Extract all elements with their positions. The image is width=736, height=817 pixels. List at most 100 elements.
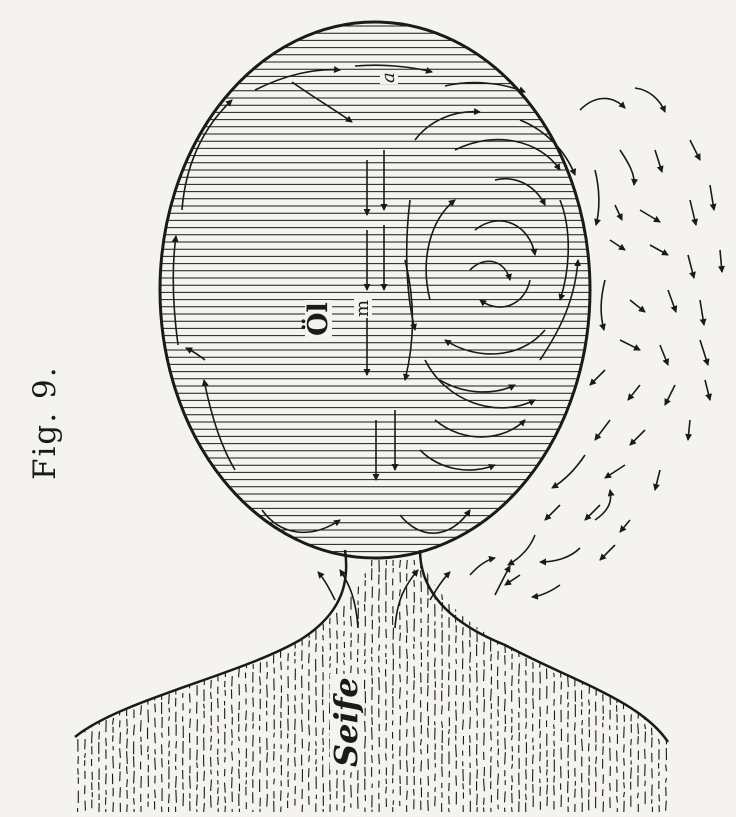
soap-stroke	[624, 782, 625, 788]
soap-stroke	[533, 652, 534, 657]
soap-stroke	[323, 560, 324, 564]
label-a: a	[380, 71, 398, 84]
soap-stroke	[197, 794, 198, 805]
soap-stroke	[414, 654, 415, 660]
soap-stroke	[218, 698, 219, 708]
soap-stroke	[211, 795, 212, 807]
soap-stroke	[127, 591, 128, 604]
flow-arrow-outside	[508, 535, 535, 565]
soap-stroke	[309, 653, 310, 663]
soap-stroke	[400, 633, 401, 641]
flow-arrow-outside	[690, 140, 700, 160]
flow-arrow-neck	[495, 566, 510, 595]
soap-stroke	[232, 729, 233, 738]
soap-stroke	[470, 652, 471, 663]
soap-stroke	[127, 739, 128, 749]
soap-stroke	[582, 739, 583, 751]
soap-stroke	[330, 663, 331, 667]
soap-stroke	[491, 598, 492, 602]
soap-stroke	[211, 780, 212, 791]
soap-stroke	[190, 709, 191, 714]
soap-stroke	[666, 719, 667, 729]
soap-stroke	[141, 705, 142, 715]
soap-stroke	[449, 729, 450, 734]
soap-stroke	[85, 619, 86, 623]
soap-stroke	[190, 776, 191, 789]
soap-stroke	[512, 596, 513, 601]
soap-stroke	[449, 702, 450, 711]
soap-stroke	[127, 804, 128, 815]
soap-stroke	[470, 717, 471, 729]
flow-arrow-inside	[415, 112, 480, 140]
soap-stroke	[232, 705, 233, 714]
soap-stroke	[113, 670, 114, 676]
soap-stroke	[344, 660, 345, 665]
soap-stroke	[414, 605, 415, 613]
soap-stroke	[407, 620, 408, 632]
soap-stroke	[351, 616, 352, 626]
soap-stroke	[449, 783, 450, 791]
soap-stroke	[218, 617, 219, 630]
soap-stroke	[540, 643, 541, 650]
soap-stroke	[645, 724, 646, 729]
flow-arrow-inside	[540, 260, 578, 360]
flow-arrow-outside	[665, 385, 675, 405]
soap-stroke	[225, 757, 226, 763]
soap-stroke	[659, 686, 660, 692]
soap-stroke	[477, 807, 478, 817]
soap-stroke	[638, 665, 639, 675]
soap-stroke	[148, 661, 149, 673]
soap-stroke	[610, 783, 611, 791]
soap-stroke	[568, 676, 569, 687]
soap-stroke	[260, 560, 261, 566]
soap-stroke	[645, 684, 646, 688]
flow-arrow-inside	[480, 280, 530, 307]
soap-stroke	[113, 802, 114, 815]
soap-stroke	[85, 753, 86, 758]
soap-stroke	[477, 687, 478, 692]
soap-stroke	[281, 615, 282, 620]
soap-stroke	[428, 641, 429, 647]
label-soap: Seife	[330, 674, 362, 770]
flow-arrow-neck	[430, 572, 450, 600]
soap-stroke	[526, 769, 527, 779]
soap-stroke	[386, 787, 387, 794]
label-m: m	[354, 299, 372, 318]
soap-stroke	[134, 652, 135, 661]
flow-arrow-outside	[688, 420, 690, 440]
soap-stroke	[561, 586, 562, 595]
soap-stroke	[225, 806, 226, 817]
soap-stroke	[554, 731, 555, 736]
flow-arrow-inside	[292, 82, 352, 122]
soap-stroke	[85, 629, 86, 639]
flow-arrow-outside	[630, 430, 645, 445]
soap-stroke	[232, 752, 233, 761]
soap-stroke	[316, 741, 317, 746]
flow-arrow-inside	[262, 510, 340, 532]
soap-stroke	[547, 769, 548, 775]
soap-stroke	[92, 602, 93, 610]
soap-stroke	[512, 675, 513, 686]
soap-stroke	[498, 709, 499, 717]
soap-stroke	[246, 560, 247, 564]
soap-stroke	[211, 736, 212, 742]
flow-arrow-outside	[540, 548, 580, 562]
soap-stroke	[533, 698, 534, 709]
soap-stroke	[281, 662, 282, 670]
soap-stroke	[645, 636, 646, 642]
soap-stroke	[274, 602, 275, 609]
soap-stroke	[232, 767, 233, 774]
soap-stroke	[155, 704, 156, 713]
flow-arrow-inside	[420, 450, 495, 470]
soap-stroke	[477, 577, 478, 587]
soap-stroke	[113, 600, 114, 607]
soap-stroke	[169, 694, 170, 704]
soap-stroke	[113, 560, 114, 568]
soap-stroke	[295, 627, 296, 637]
flow-arrow-outside	[628, 385, 640, 400]
soap-stroke	[568, 569, 569, 574]
flow-arrow-outside	[605, 465, 625, 478]
soap-stroke	[351, 666, 352, 674]
label-oil: Öl	[305, 300, 332, 338]
